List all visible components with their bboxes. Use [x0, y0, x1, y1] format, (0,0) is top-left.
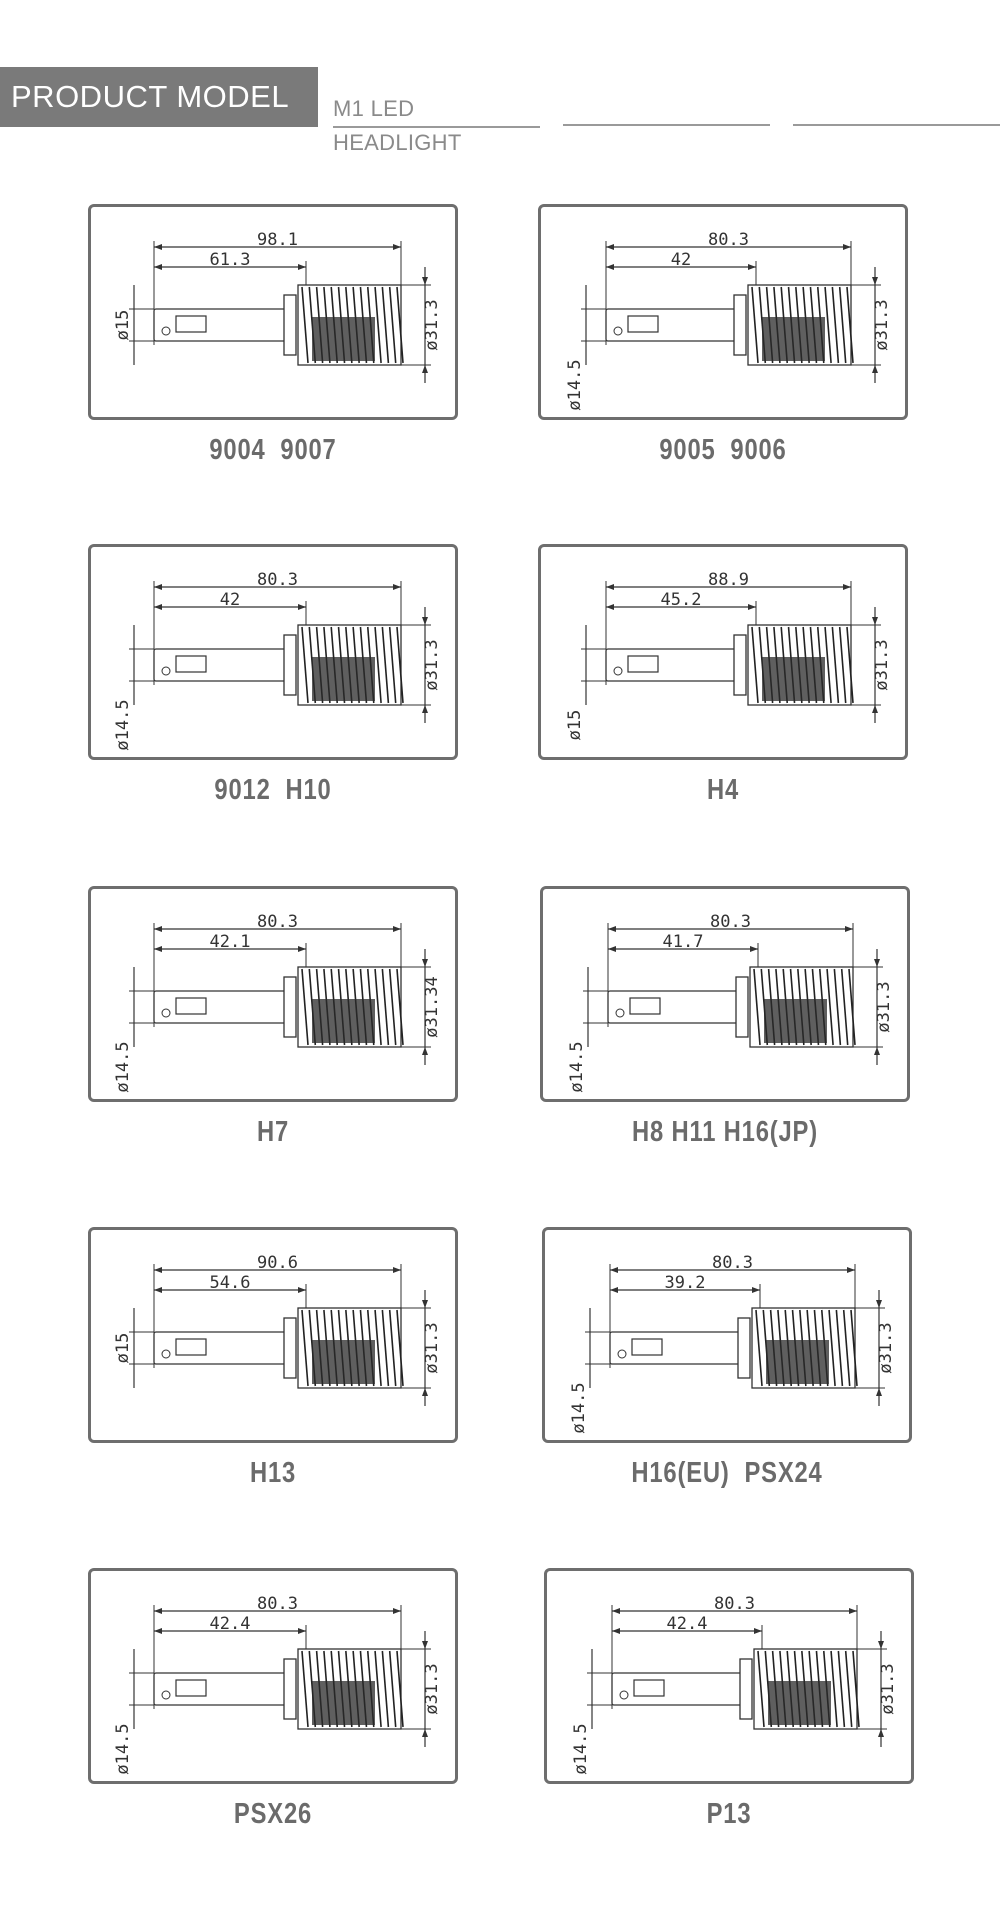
base-diameter-label: ø14.5 — [113, 1041, 133, 1092]
bulb-drawing: 90.6 54.6 ø31.3 ø15 — [113, 1253, 442, 1406]
header-divider-line — [563, 124, 770, 126]
head-diameter-label: ø31.3 — [874, 981, 894, 1032]
model-diagram-card: 80.3 39.2 ø31.3 ø14.5 — [542, 1227, 912, 1443]
total-length-label: 80.3 — [712, 1253, 753, 1273]
base-length-label: 42.4 — [210, 1614, 251, 1634]
total-length-label: 80.3 — [257, 912, 298, 932]
bulb-drawing: 80.3 42.4 ø31.3 ø14.5 — [113, 1594, 442, 1775]
dimension-diagram: 90.6 54.6 ø31.3 ø15 — [113, 1253, 442, 1406]
base-length-label: 39.2 — [665, 1273, 706, 1293]
bulb-drawing: 98.1 61.3 ø31.3 ø15 — [113, 230, 442, 383]
model-diagram-card: 98.1 61.3 ø31.3 ø15 — [88, 204, 458, 420]
total-length-label: 90.6 — [257, 1253, 298, 1273]
bulb-drawing: 80.3 42.4 ø31.3 ø14.5 — [571, 1594, 898, 1775]
total-length-label: 98.1 — [257, 230, 298, 250]
base-length-label: 54.6 — [210, 1273, 251, 1293]
head-diameter-label: ø31.3 — [872, 639, 892, 690]
total-length-label: 88.9 — [708, 570, 749, 590]
dimension-diagram: 88.9 45.2 ø31.3 ø15 — [565, 570, 892, 740]
model-name-label: H8 H11 H16(JP) — [632, 1116, 818, 1148]
model-name-label: 9005 9006 — [659, 434, 787, 466]
head-diameter-label: ø31.3 — [422, 299, 442, 350]
model-name-label: P13 — [706, 1798, 752, 1830]
model-name-label: H13 — [249, 1457, 297, 1489]
model-diagram-card: 80.3 42.1 ø31.34 ø14.5 — [88, 886, 458, 1102]
product-subtitle: M1 LED HEADLIGHT — [333, 92, 540, 155]
model-name-label: H16(EU) PSX24 — [631, 1457, 823, 1489]
model-name-label: 9004 9007 — [209, 434, 337, 466]
bulb-drawing: 80.3 42 ø31.3 ø14.5 — [113, 570, 442, 751]
base-diameter-label: ø15 — [113, 310, 133, 341]
dimension-diagram: 80.3 41.7 ø31.3 ø14.5 — [567, 912, 894, 1093]
header-divider-line — [793, 124, 1000, 126]
base-diameter-label: ø14.5 — [571, 1723, 591, 1774]
model-name-label: 9012 H10 — [214, 774, 332, 806]
head-diameter-label: ø31.3 — [878, 1663, 898, 1714]
base-diameter-label: ø14.5 — [567, 1041, 587, 1092]
total-length-label: 80.3 — [714, 1594, 755, 1614]
base-length-label: 41.7 — [663, 932, 704, 952]
model-diagram-card: 80.3 42 ø31.3 ø14.5 — [88, 544, 458, 760]
dimension-diagram: 80.3 39.2 ø31.3 ø14.5 — [569, 1253, 896, 1434]
head-diameter-label: ø31.3 — [872, 299, 892, 350]
bulb-drawing: 88.9 45.2 ø31.3 ø15 — [565, 570, 892, 740]
base-diameter-label: ø14.5 — [565, 359, 585, 410]
model-diagram-card: 80.3 41.7 ø31.3 ø14.5 — [540, 886, 910, 1102]
base-length-label: 42.1 — [210, 932, 251, 952]
model-name-label: H4 — [706, 774, 740, 806]
dimension-diagram: 80.3 42 ø31.3 ø14.5 — [565, 230, 892, 411]
model-name-label: PSX26 — [233, 1798, 313, 1830]
model-name-label: H7 — [256, 1116, 290, 1148]
dimension-diagram: 80.3 42.4 ø31.3 ø14.5 — [571, 1594, 898, 1775]
base-length-label: 42 — [671, 250, 691, 270]
dimension-diagram: 80.3 42 ø31.3 ø14.5 — [113, 570, 442, 751]
base-diameter-label: ø14.5 — [113, 699, 133, 750]
bulb-drawing: 80.3 41.7 ø31.3 ø14.5 — [567, 912, 894, 1093]
base-length-label: 42 — [220, 590, 240, 610]
head-diameter-label: ø31.3 — [422, 1322, 442, 1373]
dimension-diagram: 80.3 42.4 ø31.3 ø14.5 — [113, 1594, 442, 1775]
model-diagram-card: 80.3 42.4 ø31.3 ø14.5 — [88, 1568, 458, 1784]
base-length-label: 42.4 — [667, 1614, 708, 1634]
model-diagram-card: 90.6 54.6 ø31.3 ø15 — [88, 1227, 458, 1443]
base-diameter-label: ø14.5 — [569, 1382, 589, 1433]
model-diagram-card: 80.3 42 ø31.3 ø14.5 — [538, 204, 908, 420]
bulb-drawing: 80.3 39.2 ø31.3 ø14.5 — [569, 1253, 896, 1434]
base-length-label: 45.2 — [661, 590, 702, 610]
base-diameter-label: ø15 — [113, 1333, 133, 1364]
model-diagram-card: 88.9 45.2 ø31.3 ø15 — [538, 544, 908, 760]
base-length-label: 61.3 — [210, 250, 251, 270]
bulb-drawing: 80.3 42.1 ø31.34 ø14.5 — [113, 912, 442, 1093]
head-diameter-label: ø31.3 — [422, 1663, 442, 1714]
total-length-label: 80.3 — [257, 570, 298, 590]
head-diameter-label: ø31.3 — [876, 1322, 896, 1373]
head-diameter-label: ø31.34 — [422, 976, 442, 1037]
total-length-label: 80.3 — [708, 230, 749, 250]
total-length-label: 80.3 — [710, 912, 751, 932]
head-diameter-label: ø31.3 — [422, 639, 442, 690]
base-diameter-label: ø14.5 — [113, 1723, 133, 1774]
dimension-diagram: 98.1 61.3 ø31.3 ø15 — [113, 230, 442, 383]
model-diagram-card: 80.3 42.4 ø31.3 ø14.5 — [544, 1568, 914, 1784]
dimension-diagram: 80.3 42.1 ø31.34 ø14.5 — [113, 912, 442, 1093]
bulb-drawing: 80.3 42 ø31.3 ø14.5 — [565, 230, 892, 411]
total-length-label: 80.3 — [257, 1594, 298, 1614]
product-model-label: PRODUCT MODEL — [0, 67, 318, 127]
base-diameter-label: ø15 — [565, 710, 585, 741]
